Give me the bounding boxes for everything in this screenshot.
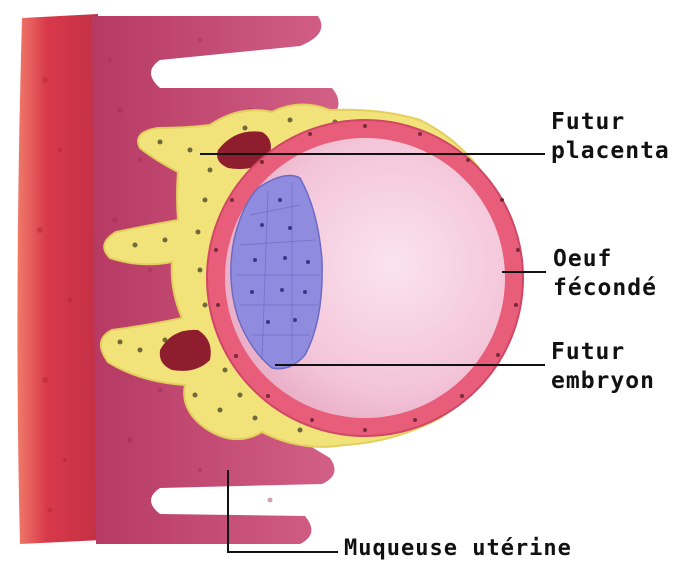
label-futur-placenta-line2: placenta	[551, 137, 670, 166]
label-futur-placenta-line1: Futur	[551, 108, 670, 137]
label-oeuf-feconde-line1: Oeuf	[553, 245, 657, 274]
label-oeuf-feconde: Oeuf fécondé	[553, 245, 657, 303]
uterine-wall	[17, 14, 102, 544]
label-oeuf-feconde-line2: fécondé	[553, 274, 657, 303]
label-muqueuse-uterine: Muqueuse utérine	[344, 537, 572, 561]
label-futur-embryon-line1: Futur	[551, 338, 655, 367]
label-futur-placenta: Futur placenta	[551, 108, 670, 166]
label-futur-embryon: Futur embryon	[551, 338, 655, 396]
label-futur-embryon-line2: embryon	[551, 367, 655, 396]
